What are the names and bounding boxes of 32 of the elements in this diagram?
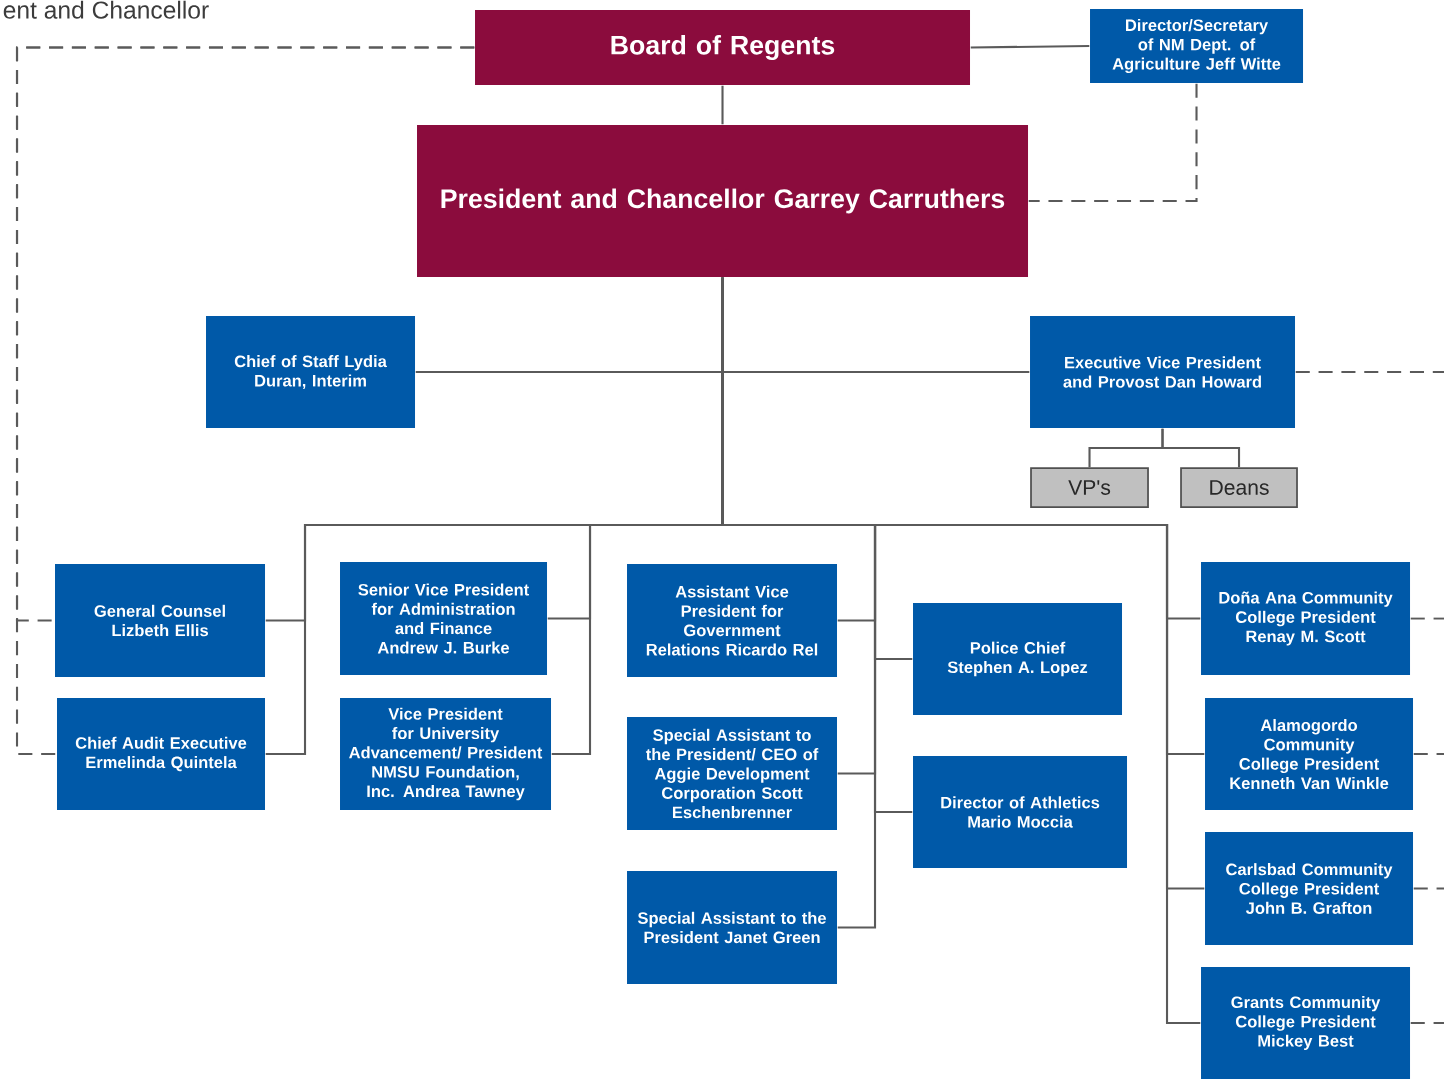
org-box: President and Chancellor Garrey Carruthers — [417, 125, 1028, 277]
org-box: Chief of Staff Lydia Duran, Interim — [206, 316, 415, 428]
org-box: Chief Audit Executive Ermelinda Quintela — [57, 698, 265, 810]
org-box: Director/Secretary of NM Dept. of Agriculture Jeff Witte — [1090, 9, 1303, 83]
connector-line — [1410, 1021, 1444, 1025]
org-box: Vice President for University Advancement/ President NMSU Foundation, Inc. Andrea Tawney — [340, 698, 551, 810]
org-box: General Counsel Lizbeth Ellis — [55, 564, 265, 677]
group-box: VP's — [1030, 467, 1149, 508]
org-box: Board of Regents — [475, 10, 970, 85]
connector-line — [721, 277, 1201, 1025]
connector-line — [1028, 83, 1198, 203]
org-box: Special Assistant to the President Janet Green — [627, 871, 837, 984]
org-box: Director of Athletics Mario Moccia — [913, 756, 1127, 868]
connector-line — [1295, 370, 1444, 374]
org-box: Carlsbad Community College President John B. Grafton — [1205, 832, 1413, 945]
connector-line — [1410, 617, 1444, 620]
connector-line — [1413, 752, 1444, 756]
connector-line — [1161, 428, 1241, 468]
org-box: Executive Vice President and Provost Dan Howard — [1030, 316, 1295, 428]
heading-text: ent and Chancellor — [3, 0, 209, 19]
group-box: Deans — [1180, 467, 1298, 508]
org-box: Doña Ana Community College President Renay M. Scott — [1201, 562, 1410, 675]
connector-line — [1413, 887, 1444, 890]
org-box: Special Assistant to the President/ CEO of Aggie Development Corporation Scott Eschenbrenner — [627, 717, 837, 830]
org-box: Alamogordo Community College President Kenneth Van Winkle — [1205, 698, 1413, 810]
org-box: Police Chief Stephen A. Lopez — [913, 603, 1122, 715]
connector-line — [970, 44, 1090, 49]
connector-line — [15, 46, 475, 756]
org-box: Assistant Vice President for Government Relations Ricardo Rel — [627, 564, 837, 677]
org-box: Senior Vice President for Administration and Finance Andrew J. Burke — [340, 562, 547, 675]
org-box: Grants Community College President Mickey Best — [1201, 967, 1410, 1079]
connector-line — [721, 85, 724, 125]
